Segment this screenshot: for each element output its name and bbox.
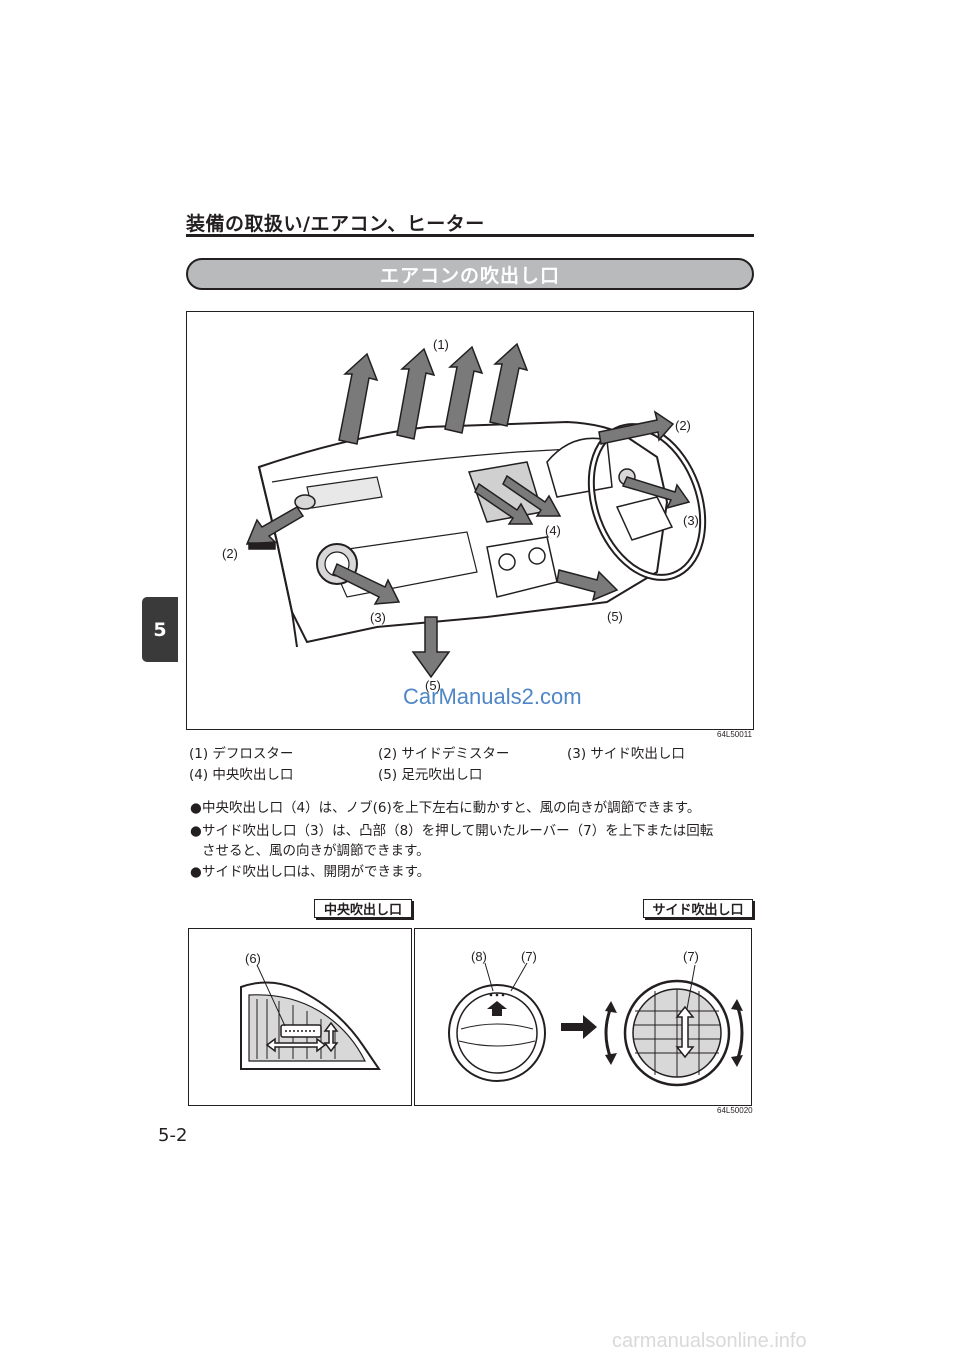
header-rule — [186, 234, 754, 237]
callout-7-left: (7) — [521, 949, 537, 964]
center-vent-illustration: (6) — [240, 951, 381, 1070]
legend-item-4: (4) 中央吹出し口 — [189, 767, 294, 783]
chapter-tab: 5 — [142, 597, 178, 662]
callout-3-left: (3) — [370, 610, 386, 625]
defroster-arrows — [338, 342, 529, 445]
callout-2-left: (2) — [222, 546, 238, 561]
bullet-text-1: 中央吹出し口（4）は、ノブ(6)を上下左右に動かすと、風の向きが調節できます。 — [202, 800, 701, 816]
section-banner: エアコンの吹出し口 — [186, 258, 754, 290]
side-vent-detail-panel: (8) (7) (7) — [414, 928, 752, 1106]
callout-5-right: (5) — [607, 609, 623, 624]
dashboard-illustration: (1) (2) (2) (3) (3) (4) (5) (5) — [222, 337, 707, 693]
page-header-title: 装備の取扱い/エアコン、ヒーター — [186, 213, 485, 235]
bullet-item: ●サイド吹出し口は、開閉ができます。 — [190, 862, 430, 882]
figure2-code: 64L50020 — [717, 1106, 753, 1115]
foot-vent-arrows — [411, 569, 619, 679]
callout-7-right: (7) — [683, 949, 699, 964]
side-vent-arrows — [332, 476, 691, 605]
dashboard-vent-figure: (1) (2) (2) (3) (3) (4) (5) (5) — [186, 311, 754, 730]
legend-item-3: (3) サイド吹出し口 — [567, 746, 685, 762]
callout-2-right: (2) — [675, 418, 691, 433]
callout-1: (1) — [433, 337, 449, 352]
bullet-item: ●サイド吹出し口（3）は、凸部（8）を押して開いたルーバー（7）を上下または回転 — [190, 821, 713, 841]
legend-item-2: (2) サイドデミスター — [378, 746, 510, 762]
callout-3-right: (3) — [683, 513, 699, 528]
tag-side-vent: サイド吹出し口 — [643, 899, 753, 918]
callout-6: (6) — [245, 951, 261, 966]
transition-arrow — [561, 1015, 597, 1039]
center-vent-detail-panel: (6) — [188, 928, 412, 1106]
side-vent-illustration: (8) (7) (7) — [448, 949, 744, 1087]
bullet-dot: ● — [190, 800, 202, 816]
callout-8: (8) — [471, 949, 487, 964]
bullet-continuation: させると、風の向きが調節できます。 — [202, 843, 430, 859]
figure-watermark: CarManuals2.com — [403, 684, 582, 709]
bullet-text-2: サイド吹出し口（3）は、凸部（8）を押して開いたルーバー（7）を上下または回転 — [202, 823, 714, 839]
callout-5-bottom: (5) — [425, 678, 441, 693]
bullet-text-3: サイド吹出し口は、開閉ができます。 — [202, 864, 431, 880]
section-title: エアコンの吹出し口 — [379, 264, 560, 287]
bullet-dot: ● — [190, 823, 202, 839]
callout-4: (4) — [545, 523, 561, 538]
tag-center-vent: 中央吹出し口 — [314, 899, 412, 918]
center-vent-arrows — [474, 474, 562, 525]
legend-item-1: (1) デフロスター — [189, 746, 294, 762]
site-watermark: carmanualsonline.info — [612, 1330, 807, 1352]
page-number: 5-2 — [158, 1125, 188, 1146]
legend-item-5: (5) 足元吹出し口 — [378, 767, 483, 783]
figure1-code: 64L50011 — [717, 730, 752, 739]
bullet-dot: ● — [190, 864, 202, 880]
bullet-item: ●中央吹出し口（4）は、ノブ(6)を上下左右に動かすと、風の向きが調節できます。 — [190, 798, 700, 818]
side-demister-arrows — [245, 410, 675, 550]
